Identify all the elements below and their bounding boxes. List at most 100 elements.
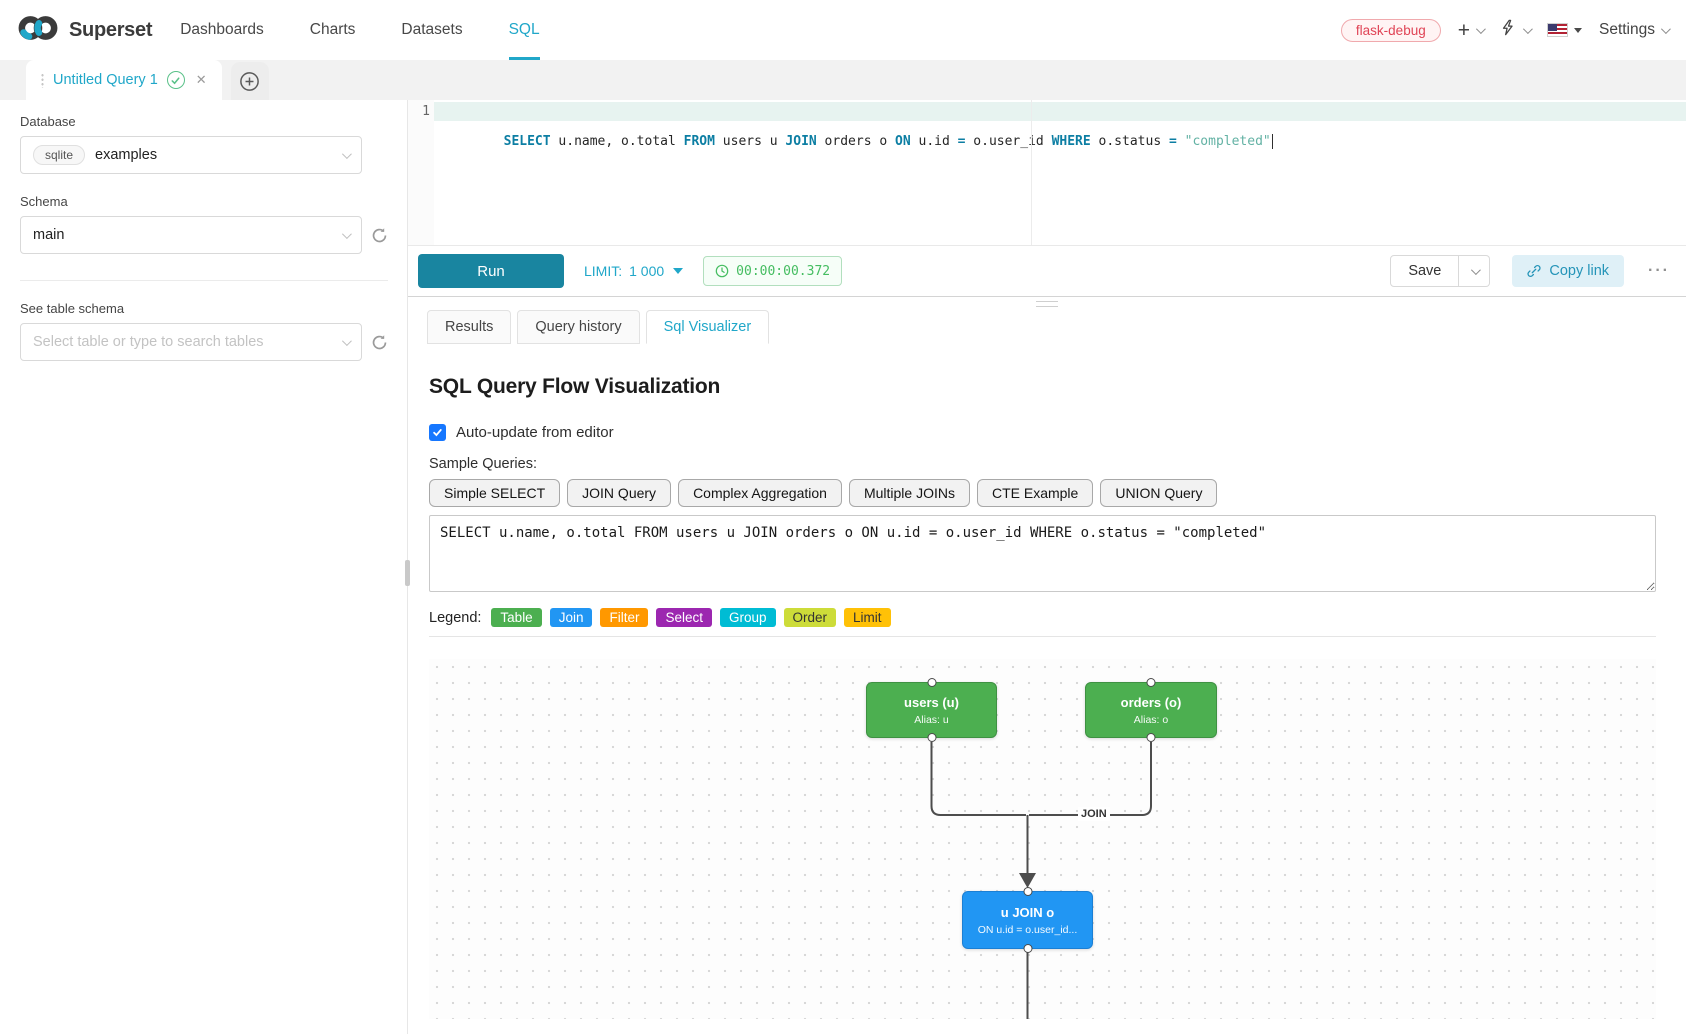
- sql-token: ON: [895, 134, 911, 149]
- settings-menu[interactable]: Settings: [1598, 21, 1671, 39]
- sql-code-line[interactable]: SELECT u.name, o.total FROM users u JOIN…: [441, 104, 1274, 149]
- sample-query-button[interactable]: JOIN Query: [567, 479, 672, 507]
- sql-token: o.user_id: [965, 134, 1052, 149]
- query-tab-strip: Untitled Query 1 ✕: [0, 60, 1686, 100]
- close-tab-icon[interactable]: ✕: [195, 72, 207, 87]
- chevron-down-icon: [341, 228, 352, 239]
- flow-node[interactable]: u JOIN o ON u.id = o.user_id...: [962, 891, 1093, 949]
- auto-update-checkbox[interactable]: [429, 424, 446, 441]
- sql-editor[interactable]: 1 SELECT u.name, o.total FROM users u JO…: [408, 100, 1686, 245]
- editor-gutter: [408, 100, 434, 245]
- query-tab[interactable]: Untitled Query 1 ✕: [26, 60, 222, 100]
- chevron-down-icon: [1522, 23, 1533, 34]
- run-button[interactable]: Run: [418, 254, 564, 288]
- node-title: u JOIN o: [1000, 904, 1055, 920]
- schema-label: Schema: [20, 194, 68, 209]
- drag-grip-icon[interactable]: [41, 72, 44, 88]
- copy-link-button[interactable]: Copy link: [1512, 255, 1625, 287]
- flow-canvas[interactable]: users (u) Alias: u orders (o) Alias: o: [429, 659, 1656, 1019]
- refresh-tables-icon[interactable]: [371, 334, 388, 351]
- sql-token: users u: [714, 134, 786, 149]
- plus-icon: +: [1457, 18, 1470, 42]
- save-options-button[interactable]: [1459, 255, 1491, 287]
- plus-circle-icon: [240, 71, 260, 91]
- editor-toolbar: Run LIMIT: 1 000 00:00:00.372 Save: [408, 245, 1686, 296]
- chevron-down-icon: [1475, 23, 1486, 34]
- sql-token: u.id: [910, 134, 958, 149]
- result-tab[interactable]: Sql Visualizer: [645, 310, 770, 344]
- result-tab[interactable]: Results: [427, 310, 512, 344]
- clock-icon: [715, 264, 729, 278]
- sidebar-resize-handle[interactable]: [405, 560, 410, 586]
- sql-token: JOIN: [785, 134, 817, 149]
- navbar-right: flask-debug + Settings: [1340, 0, 1671, 60]
- settings-label: Settings: [1598, 21, 1655, 38]
- us-flag-icon: [1546, 23, 1568, 37]
- legend-chip: Join: [549, 608, 593, 627]
- limit-value: 1 000: [629, 263, 665, 279]
- refresh-schemas-icon[interactable]: [371, 227, 388, 244]
- new-query-tab-button[interactable]: [230, 62, 269, 100]
- content-divider-line: [429, 636, 1656, 637]
- table-select[interactable]: Select table or type to search tables: [20, 323, 362, 361]
- sample-queries-label: Sample Queries:: [429, 456, 537, 472]
- sql-token: WHERE: [1051, 134, 1091, 149]
- sample-query-button[interactable]: Multiple JOINs: [848, 479, 970, 507]
- query-search-menu[interactable]: [1500, 19, 1533, 41]
- line-number: 1: [422, 104, 430, 119]
- flow-node[interactable]: users (u) Alias: u: [866, 682, 997, 738]
- legend-chip: Limit: [844, 608, 891, 627]
- nav-item[interactable]: Datasets: [401, 21, 463, 38]
- superset-brand[interactable]: Superset: [16, 0, 152, 60]
- new-item-menu[interactable]: +: [1457, 18, 1486, 42]
- editor-print-margin: [1031, 100, 1032, 245]
- database-select[interactable]: sqlite examples: [20, 136, 362, 174]
- schema-value: main: [33, 227, 65, 243]
- sql-token: FROM: [683, 134, 715, 149]
- chevron-down-icon: [341, 335, 352, 346]
- link-icon: [1527, 265, 1541, 277]
- save-button[interactable]: Save: [1390, 255, 1460, 287]
- result-tab[interactable]: Query history: [517, 310, 640, 344]
- auto-update-label: Auto-update from editor: [456, 424, 614, 441]
- nav-item[interactable]: SQL: [508, 0, 540, 60]
- chevron-down-icon: [1470, 264, 1481, 275]
- database-label: Database: [20, 114, 76, 129]
- sql-token: SELECT: [503, 134, 551, 149]
- legend-chip: Table: [491, 608, 542, 627]
- sample-query-button[interactable]: Simple SELECT: [429, 479, 561, 507]
- query-text-input[interactable]: SELECT u.name, o.total FROM users u JOIN…: [429, 515, 1656, 592]
- nav-item[interactable]: Dashboards: [180, 21, 264, 38]
- main-panel: 1 SELECT u.name, o.total FROM users u JO…: [408, 100, 1686, 1034]
- sample-query-button[interactable]: CTE Example: [976, 479, 1094, 507]
- edge-arrowhead-icon: [1019, 873, 1036, 888]
- editor-active-line: [434, 102, 1686, 121]
- legend-chip: Order: [783, 608, 837, 627]
- workspace: Database sqlite examples Schema main: [0, 100, 1686, 1034]
- table-select-placeholder: Select table or type to search tables: [33, 334, 264, 350]
- schema-select[interactable]: main: [20, 216, 362, 254]
- sql-visualizer-pane: SQL Query Flow Visualization Auto-update…: [408, 344, 1686, 1019]
- sql-token: u.name, o.total: [550, 134, 684, 149]
- more-actions-button[interactable]: ···: [1648, 262, 1670, 279]
- language-picker[interactable]: [1546, 23, 1582, 37]
- chevron-down-icon: [341, 148, 352, 159]
- legend-chip: Group: [720, 608, 776, 627]
- saved-check-icon: [166, 71, 185, 89]
- sidebar-divider-line: [20, 280, 388, 281]
- sql-token: orders o: [816, 134, 896, 149]
- pane-resize-handle[interactable]: [1036, 301, 1058, 307]
- nav-item[interactable]: Charts: [309, 21, 356, 38]
- limit-dropdown[interactable]: LIMIT: 1 000: [584, 263, 684, 279]
- superset-logo-icon: [16, 14, 60, 47]
- navbar: Superset Dashboards Charts Datasets SQL: [0, 0, 1686, 60]
- database-value: examples: [95, 147, 158, 163]
- limit-label: LIMIT:: [584, 263, 623, 279]
- auto-update-row: Auto-update from editor: [429, 424, 1656, 441]
- flow-node[interactable]: orders (o) Alias: o: [1085, 682, 1217, 738]
- sample-query-button[interactable]: Complex Aggregation: [678, 479, 842, 507]
- sample-query-button[interactable]: UNION Query: [1100, 479, 1218, 507]
